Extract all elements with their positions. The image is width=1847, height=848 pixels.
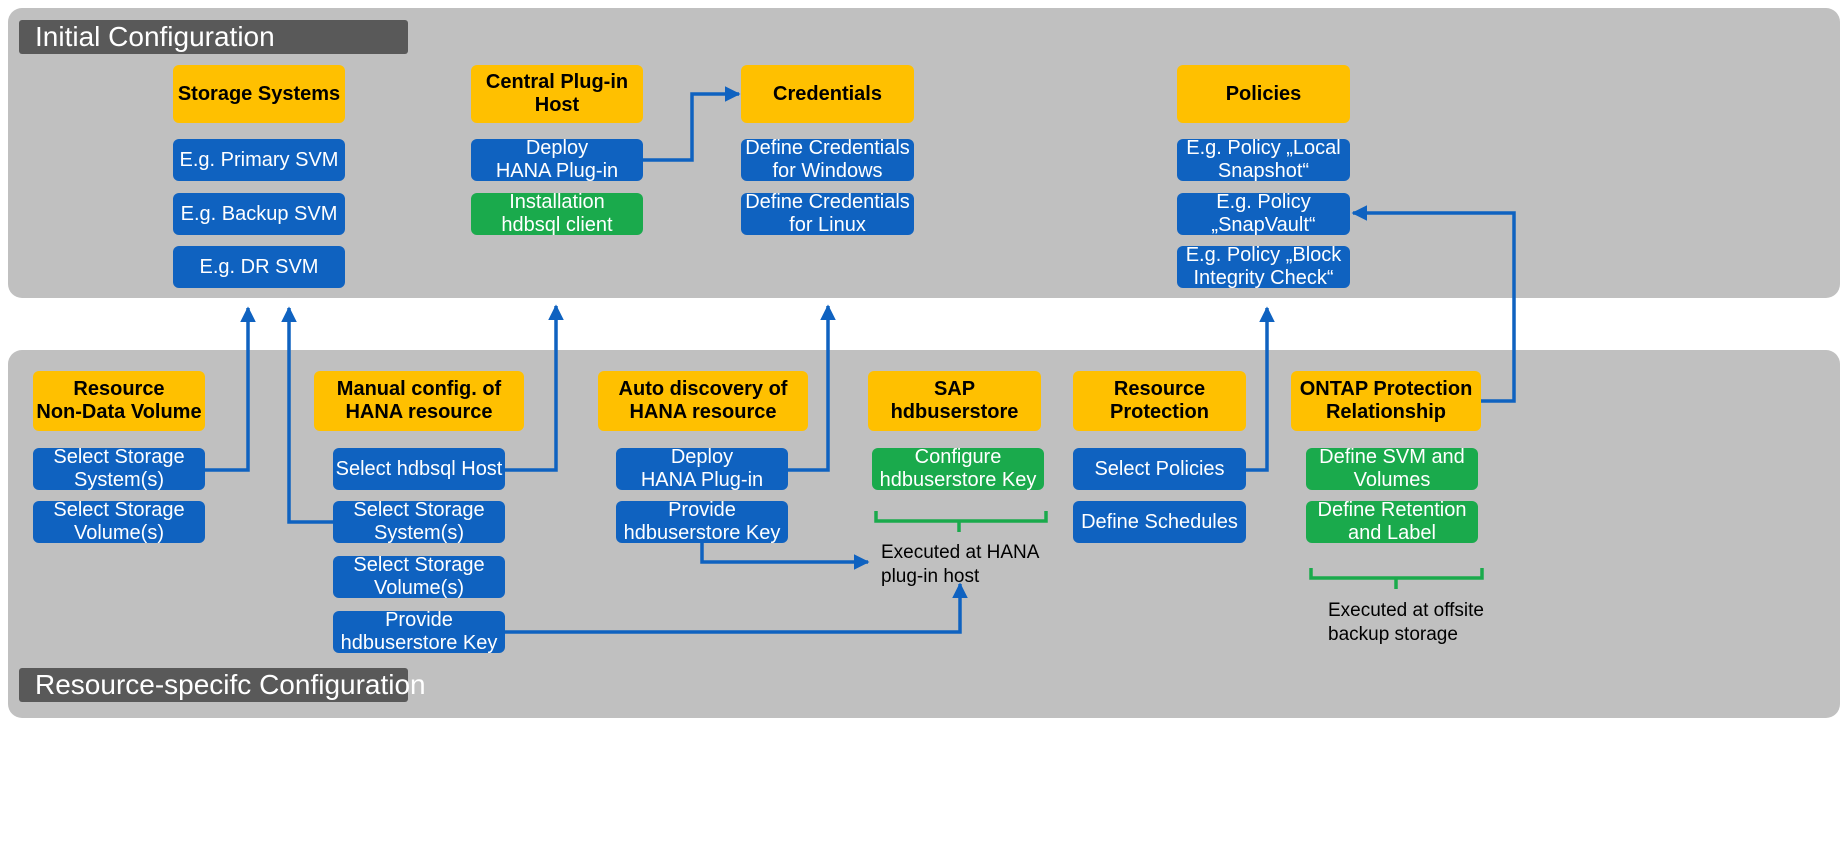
bracket-ontap (1309, 568, 1484, 589)
arrow-auto-deploy-to-credentials (788, 304, 836, 472)
windows-credentials-box[interactable]: Define Credentials for Windows (741, 137, 914, 182)
sap-hdbuserstore-header: SAP hdbuserstore (868, 371, 1041, 431)
arrow-deploy-to-credentials (643, 86, 741, 162)
auto-deploy-hana-plugin-box[interactable]: Deploy HANA Plug-in (616, 446, 788, 491)
policies-header: Policies (1177, 65, 1350, 123)
arrow-hdbsql-host-to-central-host (505, 304, 564, 472)
manual-select-storage-volume-box[interactable]: Select Storage Volume(s) (333, 554, 505, 599)
bracket-hdbuserstore (874, 511, 1048, 532)
manual-select-storage-system-box[interactable]: Select Storage System(s) (333, 499, 505, 544)
arrow-ontap-to-snapvault-policy (1351, 205, 1516, 403)
define-schedules-box[interactable]: Define Schedules (1073, 501, 1246, 543)
arrow-auto-key-to-hana-host-note (700, 543, 870, 570)
arrow-nondata-to-storage (205, 306, 256, 472)
resource-protection-header: Resource Protection (1073, 371, 1246, 431)
credentials-header: Credentials (741, 65, 914, 123)
executed-offsite-backup-note: Executed at offsite backup storage (1328, 600, 1484, 645)
resource-config-title: Resource-specifc Configuration (19, 668, 426, 702)
manual-config-header: Manual config. of HANA resource (314, 371, 524, 431)
select-policies-box[interactable]: Select Policies (1073, 448, 1246, 490)
arrow-manual-storage-to-storage (281, 306, 333, 524)
dr-svm-box[interactable]: E.g. DR SVM (173, 246, 345, 288)
install-hdbsql-client-box[interactable]: Installation hdbsql client (471, 191, 643, 236)
ontap-protection-relationship-header: ONTAP Protection Relationship (1291, 371, 1481, 431)
define-retention-label-box[interactable]: Define Retention and Label (1306, 499, 1478, 544)
deploy-hana-plugin-box[interactable]: Deploy HANA Plug-in (471, 137, 643, 182)
linux-credentials-box[interactable]: Define Credentials for Linux (741, 191, 914, 236)
resource-non-data-volume-header: Resource Non-Data Volume (33, 371, 205, 431)
backup-svm-box[interactable]: E.g. Backup SVM (173, 193, 345, 235)
arrow-select-policies-to-policies (1246, 306, 1275, 472)
manual-provide-hdbuserstore-key-box[interactable]: Provide hdbuserstore Key (333, 609, 505, 654)
initial-config-title: Initial Configuration (19, 20, 408, 54)
central-plugin-host-header: Central Plug-in Host (471, 65, 643, 123)
define-svm-volumes-box[interactable]: Define SVM and Volumes (1306, 446, 1478, 491)
executed-hana-plugin-host-note: Executed at HANA plug-in host (881, 542, 1040, 587)
auto-discovery-header: Auto discovery of HANA resource (598, 371, 808, 431)
policy-block-integrity-box[interactable]: E.g. Policy „Block Integrity Check“ (1177, 244, 1350, 289)
auto-provide-hdbuserstore-key-box[interactable]: Provide hdbuserstore Key (616, 499, 788, 544)
policy-local-snapshot-box[interactable]: E.g. Policy „Local Snapshot“ (1177, 137, 1350, 182)
arrow-manual-key-to-hana-host-note (505, 582, 968, 634)
select-hdbsql-host-box[interactable]: Select hdbsql Host (333, 448, 505, 490)
policy-snapvault-box[interactable]: E.g. Policy „SnapVault“ (1177, 191, 1350, 236)
non-data-select-storage-volume-box[interactable]: Select Storage Volume(s) (33, 499, 205, 544)
storage-systems-header: Storage Systems (173, 65, 345, 123)
primary-svm-box[interactable]: E.g. Primary SVM (173, 139, 345, 181)
non-data-select-storage-system-box[interactable]: Select Storage System(s) (33, 446, 205, 491)
configure-hdbuserstore-key-box[interactable]: Configure hdbuserstore Key (872, 446, 1044, 491)
